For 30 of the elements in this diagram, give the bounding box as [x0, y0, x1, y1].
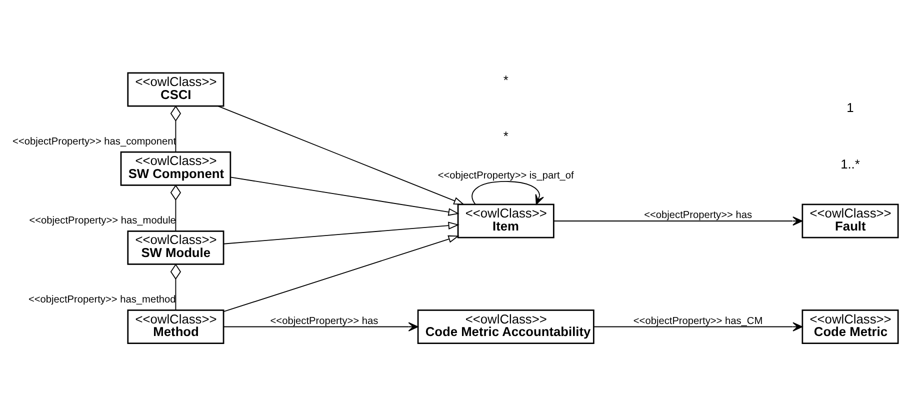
- node-box: <<owlClass>> SW Component: [120, 150, 232, 186]
- node-box: <<owlClass>> CSCI: [127, 72, 224, 106]
- edge-label: <<objectProperty>> has: [270, 315, 378, 326]
- arrow: [594, 322, 803, 331]
- edge-label: <<objectProperty>> has_module: [29, 214, 176, 226]
- arrow: [223, 221, 460, 244]
- node-box: <<owlClass>> Code Metric Accountability: [417, 309, 594, 344]
- connector: [170, 263, 182, 310]
- edge-label: <<objectProperty>> has: [644, 210, 752, 221]
- arrow: [472, 180, 544, 204]
- node-box: <<owlClass>> Method: [127, 309, 224, 344]
- label: *: [503, 128, 508, 144]
- edge-label: <<objectProperty>> has_component: [12, 136, 176, 147]
- arrow: [223, 322, 418, 331]
- arrow: [218, 105, 465, 204]
- node-box: <<owlClass>> Fault: [802, 203, 899, 238]
- label: *: [503, 72, 508, 88]
- label: 1: [846, 100, 854, 115]
- arrow: [553, 216, 803, 226]
- connector: [170, 105, 182, 152]
- edge-label: <<objectProperty>> has_method: [28, 294, 176, 306]
- node-box: <<owlClass>> Item: [457, 203, 554, 238]
- edge-label: <<objectProperty>> is_part_of: [438, 170, 574, 182]
- edge-label: <<objectProperty>> has_CM: [633, 315, 763, 326]
- arrow: [223, 234, 460, 312]
- connector: [170, 184, 182, 231]
- node-box: <<owlClass>> SW Module: [127, 230, 224, 264]
- label: 1..*: [840, 156, 860, 171]
- arrow: [230, 176, 460, 216]
- node-box: <<owlClass>> Code Metric: [802, 309, 899, 344]
